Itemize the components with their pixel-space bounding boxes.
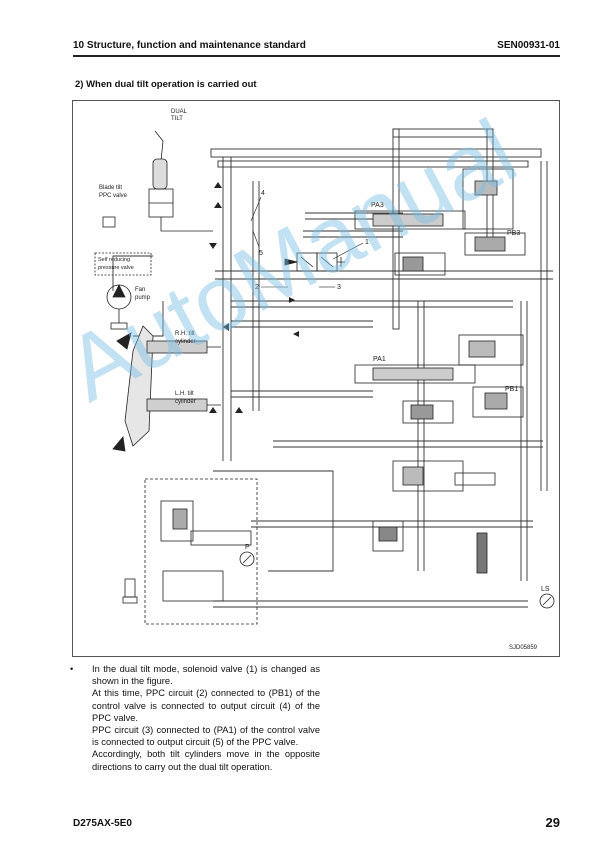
- label-ls: LS: [541, 586, 550, 593]
- solenoid-valve: [284, 252, 345, 272]
- ppc-valve-lever: [102, 130, 213, 232]
- label-fan-pump-1: Fan: [135, 287, 145, 293]
- drawing-number: SJD05859: [509, 645, 538, 651]
- footer-model: D275AX-5E0: [73, 818, 132, 829]
- label-lh-tilt-2: cylinder: [175, 399, 196, 405]
- label-item-4: 4: [261, 190, 265, 197]
- label-self-reducing-2: pressure valve: [98, 265, 134, 271]
- description-paragraph-4: Accordingly, both tilt cylinders move in…: [92, 749, 320, 772]
- header-rule: [73, 55, 560, 57]
- blade-and-tilt-cylinders: [112, 325, 221, 452]
- label-item-2: 2: [255, 284, 259, 291]
- label-dual-tilt-1: DUAL: [171, 109, 188, 115]
- label-pa3: PA3: [371, 202, 384, 209]
- label-item-3: 3: [337, 284, 341, 291]
- label-pb1: PB1: [505, 386, 518, 393]
- header-document-code: SEN00931-01: [497, 40, 560, 51]
- leader-lines: [250, 196, 364, 288]
- page-number: 29: [545, 815, 560, 830]
- label-blade-tilt-2: PPC valve: [99, 193, 128, 199]
- label-item-5: 5: [259, 250, 263, 257]
- label-p: P: [245, 544, 250, 551]
- label-lh-tilt-1: L.H. tilt: [175, 391, 194, 397]
- label-rh-tilt-2: cylinder: [175, 339, 196, 345]
- description-block: • In the dual tilt mode, solenoid valve …: [70, 663, 320, 773]
- label-dual-tilt-2: TILT: [171, 116, 183, 122]
- label-item-1: 1: [365, 239, 369, 246]
- hydraulic-circuit-svg: DUAL TILT Blade tilt PPC valve Self redu…: [94, 109, 555, 651]
- description-paragraph-2: At this time, PPC circuit (2) connected …: [92, 688, 320, 723]
- flow-arrows: [209, 182, 299, 413]
- pressure-gauges: [239, 551, 555, 609]
- description-paragraph-1: In the dual tilt mode, solenoid valve (1…: [92, 664, 320, 687]
- lower-valve-assembly: [122, 478, 258, 625]
- control-valve: [354, 168, 526, 574]
- description-paragraph-3: PPC circuit (3) connected to (PA1) of th…: [92, 725, 320, 748]
- label-rh-tilt-1: R.H. tilt: [175, 331, 195, 337]
- label-blade-tilt-1: Blade tilt: [99, 185, 122, 191]
- label-pa1: PA1: [373, 356, 386, 363]
- hydraulic-lines: [112, 128, 553, 608]
- pump-and-reducing-valve: [94, 252, 152, 330]
- label-self-reducing-1: Self reducing: [98, 257, 130, 263]
- label-pb3: PB3: [507, 230, 520, 237]
- header-section-title: 10 Structure, function and maintenance s…: [73, 40, 306, 51]
- section-title: 2) When dual tilt operation is carried o…: [75, 79, 257, 90]
- hydraulic-circuit-diagram: DUAL TILT Blade tilt PPC valve Self redu…: [72, 100, 560, 657]
- bullet-marker: •: [70, 664, 74, 674]
- label-fan-pump-2: pump: [135, 295, 151, 301]
